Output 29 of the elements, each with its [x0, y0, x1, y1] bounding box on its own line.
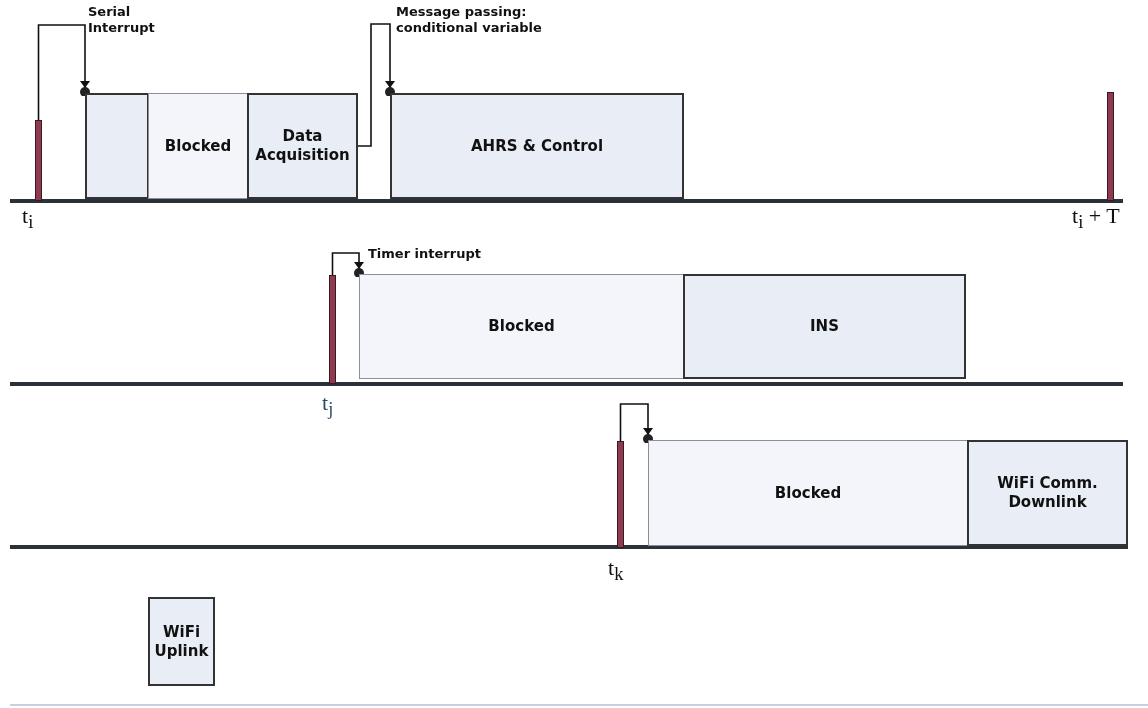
- task-label: Blocked: [487, 317, 556, 336]
- task-label: WiFi Comm. Downlink: [996, 474, 1099, 512]
- interrupt-arrow: [357, 23, 395, 147]
- task-label: Blocked: [163, 136, 233, 156]
- task-label: INS: [809, 317, 840, 336]
- task-label: Data Acquisition: [254, 127, 351, 165]
- task-box: [85, 93, 149, 199]
- interrupt-bar: [35, 120, 42, 201]
- task-box: [247, 93, 358, 199]
- interrupt-arrow: [331, 252, 364, 278]
- time-label: t$_{i}$ + T: [1072, 203, 1120, 234]
- blocked-box: [359, 274, 684, 379]
- blocked-box: [148, 93, 248, 199]
- task-box: [390, 93, 684, 199]
- blocked-box: [648, 440, 968, 546]
- task-label: AHRS & Control: [469, 136, 605, 156]
- task-label: Blocked: [773, 483, 843, 503]
- interrupt-bar: [617, 441, 624, 548]
- task-box: [967, 440, 1128, 546]
- interrupt-arrow: [619, 403, 653, 444]
- task-box: [683, 274, 966, 379]
- task-box: [148, 597, 215, 686]
- task-label: WiFi Uplink: [153, 622, 210, 661]
- interrupt-arrow: [37, 24, 90, 121]
- time-label: t$_{i}$: [22, 203, 34, 234]
- time-label: t$_{k}$: [608, 555, 624, 586]
- time-label: t$_{j}$: [322, 390, 334, 421]
- interrupt-bar: [1107, 92, 1114, 201]
- interrupt-bar: [329, 275, 336, 384]
